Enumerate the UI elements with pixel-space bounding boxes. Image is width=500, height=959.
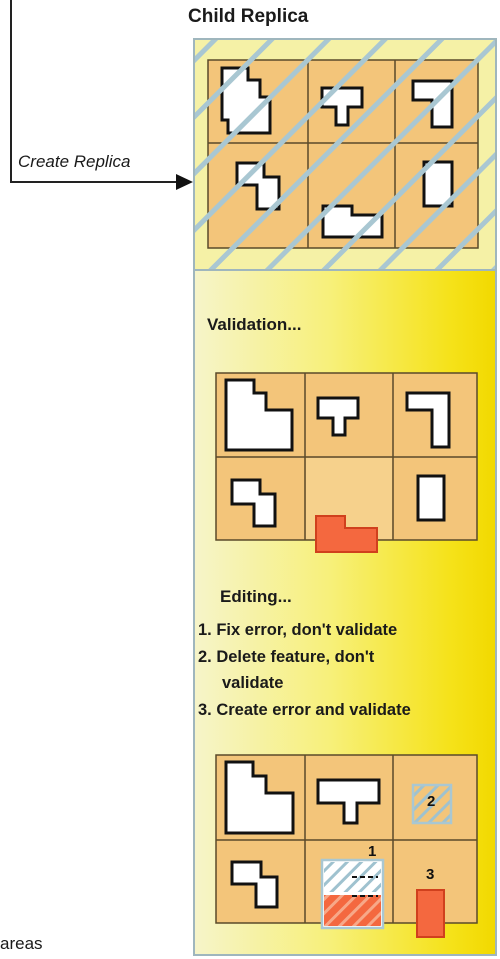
marker-2: 2 — [427, 793, 435, 810]
replica-grid — [195, 40, 495, 271]
feature-shape — [416, 474, 446, 522]
feature-shape — [230, 478, 277, 528]
validation-label: Validation... — [207, 315, 302, 334]
editing-grid: 2 1 3 — [215, 754, 478, 938]
new-error-feature — [416, 889, 445, 938]
feature-shape — [316, 778, 381, 825]
feature-shape — [316, 396, 360, 437]
child-replica-title: Child Replica — [188, 6, 309, 27]
replica-arrowhead — [176, 174, 193, 190]
feature-shape — [405, 391, 451, 449]
editing-title: Editing... — [220, 587, 292, 606]
create-replica-label: Create Replica — [18, 152, 131, 171]
footer-text-fragment: areas — [0, 934, 43, 953]
feature-shape — [230, 860, 279, 909]
feature-shape — [224, 760, 295, 835]
deleted-feature — [411, 783, 453, 825]
editing-step-3: 3. Create error and validate — [198, 701, 411, 719]
marker-1: 1 — [368, 843, 376, 860]
editing-step-2-cont: validate — [222, 674, 284, 692]
editing-step-1: 1. Fix error, don't validate — [198, 621, 398, 639]
replica-connector-line — [10, 0, 178, 183]
marker-3: 3 — [426, 866, 434, 883]
editing-step-2: 2. Delete feature, don't — [198, 648, 375, 666]
error-feature — [315, 515, 378, 553]
validation-grid — [215, 372, 478, 553]
feature-shape — [224, 378, 294, 452]
